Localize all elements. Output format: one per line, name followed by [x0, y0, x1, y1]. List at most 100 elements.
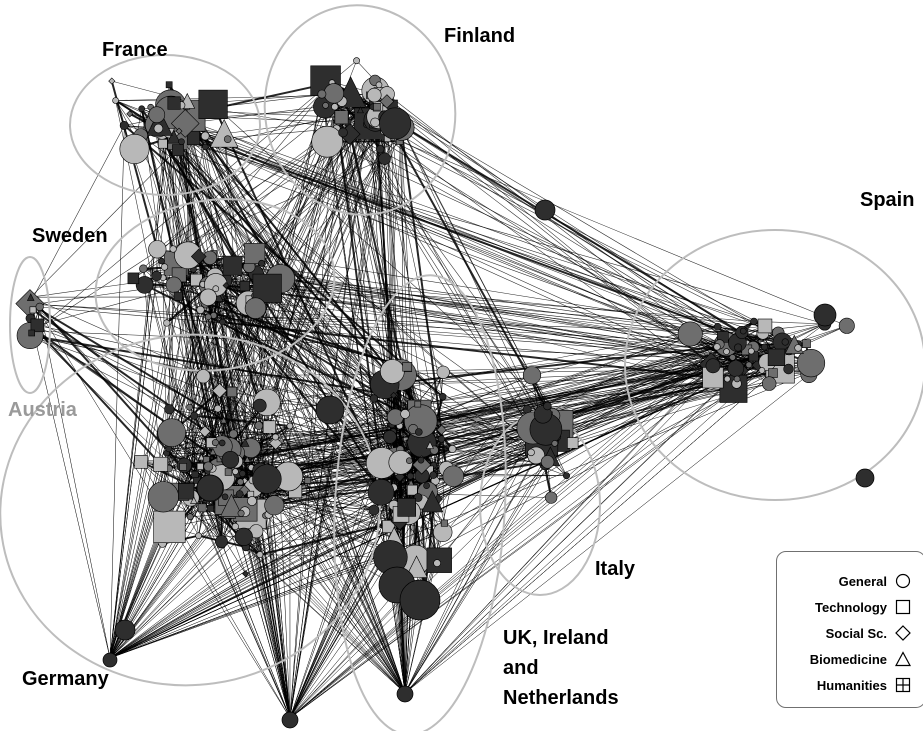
edge: [200, 309, 406, 694]
node-technology: [30, 318, 45, 333]
node-social-sc: [436, 424, 447, 436]
node-general: [400, 409, 410, 419]
node-general: [158, 257, 165, 265]
edge: [340, 117, 528, 410]
legend-item-general: General: [777, 570, 911, 592]
edge: [209, 368, 789, 490]
edge: [157, 106, 335, 250]
edge: [143, 268, 198, 480]
edge: [29, 60, 357, 336]
node-general: [221, 451, 240, 469]
edge: [223, 281, 754, 357]
node-general: [739, 327, 747, 335]
edge: [214, 275, 781, 370]
node-general: [713, 343, 721, 351]
edge: [195, 110, 229, 275]
node-general: [734, 343, 743, 352]
cluster-label-spain: Spain: [860, 189, 915, 211]
node-general: [112, 97, 119, 104]
legend-label-technology: Technology: [815, 599, 887, 615]
edge: [399, 140, 847, 327]
node-general: [148, 240, 167, 259]
edge: [194, 474, 291, 719]
edge: [269, 106, 336, 428]
edge: [195, 110, 406, 694]
edge: [109, 372, 811, 659]
nodes-layer: [15, 57, 875, 729]
node-social-sc: [108, 77, 116, 85]
cluster-label-germany: Germany: [22, 668, 109, 690]
edge: [263, 286, 406, 694]
edge: [193, 500, 291, 719]
node-social-sc: [379, 94, 395, 109]
node-technology: [173, 291, 183, 301]
edge: [404, 440, 560, 694]
edge: [221, 113, 384, 474]
node-general: [234, 527, 253, 547]
cluster-label-uk-line1: UK, Ireland: [503, 627, 609, 649]
node-general: [396, 685, 414, 703]
edge: [150, 106, 807, 344]
square-icon: [895, 599, 911, 615]
node-general: [423, 482, 430, 490]
legend-label-social-sc: Social Sc.: [825, 625, 887, 641]
edge: [189, 115, 291, 719]
node-biomedicine: [426, 440, 434, 449]
edge: [213, 315, 408, 368]
circle-icon: [895, 573, 911, 589]
node-general: [252, 398, 267, 413]
node-general: [311, 125, 344, 158]
node-general: [272, 433, 279, 441]
node-general: [202, 143, 209, 151]
edge: [196, 118, 291, 719]
edge: [205, 146, 754, 322]
node-general: [406, 472, 414, 480]
node-general: [367, 87, 382, 103]
node-general: [315, 395, 345, 425]
node-general: [551, 440, 559, 447]
edge: [404, 461, 551, 694]
edge: [39, 306, 211, 489]
edge: [384, 345, 718, 386]
node-biomedicine: [356, 106, 364, 114]
node-general: [35, 302, 44, 312]
node-general: [562, 472, 570, 480]
node-general: [237, 509, 245, 517]
edge: [184, 123, 198, 480]
edge: [289, 106, 336, 719]
edge: [109, 449, 401, 659]
node-technology: [402, 361, 412, 372]
node-technology: [373, 103, 381, 111]
edge: [33, 330, 236, 472]
edge: [372, 106, 748, 344]
node-technology: [172, 144, 184, 157]
edge: [442, 377, 714, 533]
node-general: [254, 421, 264, 430]
node-general: [196, 305, 205, 315]
edge: [109, 463, 388, 659]
node-general: [388, 450, 413, 475]
edge: [140, 135, 547, 430]
edge: [208, 285, 736, 369]
node-technology: [397, 498, 417, 517]
node-technology: [165, 81, 173, 89]
edge: [404, 418, 546, 694]
edge: [109, 135, 206, 659]
node-general: [165, 276, 182, 293]
node-biomedicine: [405, 555, 428, 578]
node-general: [235, 490, 244, 498]
edge: [289, 472, 400, 719]
node-general: [723, 348, 730, 355]
edge: [254, 253, 744, 332]
edge: [289, 321, 755, 719]
edge: [415, 368, 781, 561]
node-general: [210, 311, 218, 319]
node-general: [151, 270, 162, 282]
node-social-sc: [390, 391, 398, 399]
edge: [224, 133, 727, 352]
node-biomedicine: [220, 416, 228, 424]
node-general: [723, 375, 731, 383]
node-general: [545, 491, 558, 504]
node-general: [203, 461, 214, 472]
node-technology: [134, 455, 148, 469]
